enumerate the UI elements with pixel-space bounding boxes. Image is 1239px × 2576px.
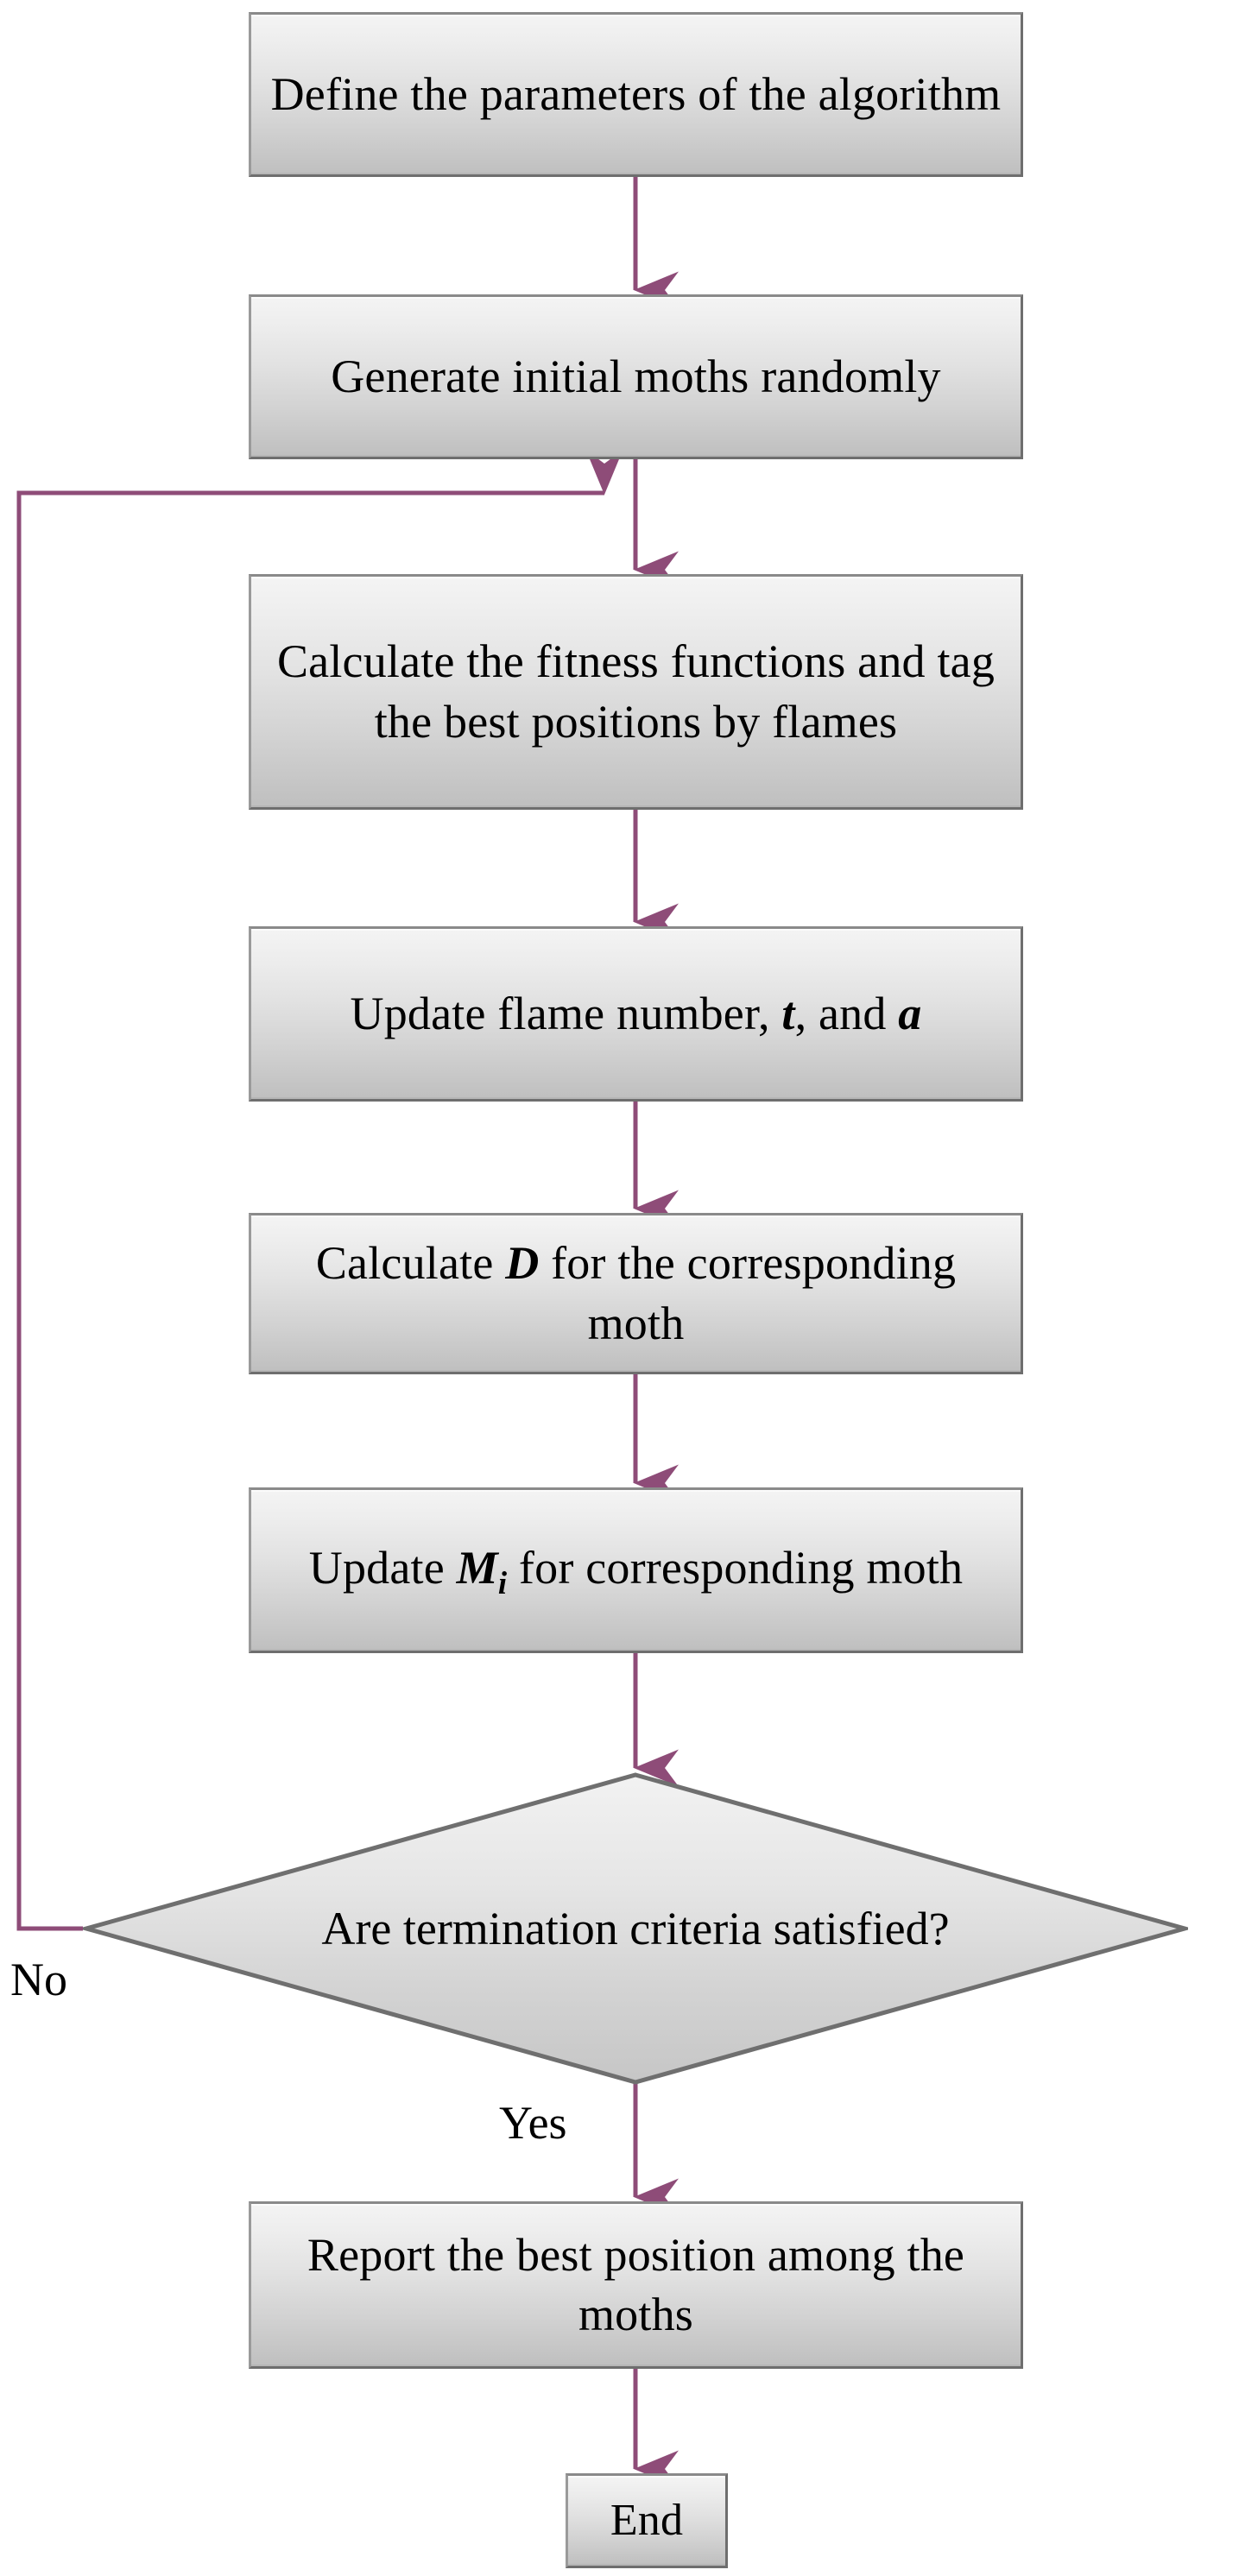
- node-update-flame-number-label: Update flame number, t, and a: [337, 984, 936, 1044]
- update-flame-text-mid: , and: [794, 987, 899, 1039]
- node-update-flame-number[interactable]: Update flame number, t, and a: [249, 926, 1023, 1102]
- node-define-parameters[interactable]: Define the parameters of the algorithm: [249, 12, 1023, 177]
- edge-label-no: No: [10, 1954, 67, 2005]
- decision-diamond-shape: [83, 1772, 1188, 2085]
- node-report-best[interactable]: Report the best position among the moths: [249, 2201, 1023, 2369]
- symbol-d: D: [505, 1237, 540, 1290]
- symbol-m: Mi: [456, 1541, 508, 1601]
- symbol-m-base: M: [456, 1541, 498, 1594]
- node-calculate-d-label: Calculate D for the corresponding moth: [251, 1234, 1021, 1353]
- symbol-m-subscript: i: [497, 1564, 508, 1601]
- node-calculate-d[interactable]: Calculate D for the corresponding moth: [249, 1213, 1023, 1374]
- node-report-best-label: Report the best position among the moths: [307, 2228, 965, 2340]
- node-decision-termination-label: Are termination criteria satisfied?: [321, 1903, 950, 1954]
- edge-label-yes: Yes: [499, 2097, 567, 2149]
- node-generate-moths[interactable]: Generate initial moths randomly: [249, 294, 1023, 459]
- update-flame-text-pre: Update flame number,: [350, 987, 782, 1039]
- node-generate-moths-label: Generate initial moths randomly: [331, 350, 941, 402]
- update-m-text-pre: Update: [308, 1541, 457, 1594]
- node-update-m-label: Update Mi for corresponding moth: [295, 1538, 977, 1603]
- symbol-a: a: [898, 987, 922, 1039]
- node-decision-termination[interactable]: Are termination criteria satisfied?: [83, 1771, 1188, 2086]
- node-end-label: End: [610, 2495, 684, 2545]
- calculate-d-text-pre: Calculate: [315, 1237, 506, 1290]
- node-calculate-fitness-label: Calculate the fitness functions and tag …: [276, 635, 996, 748]
- node-calculate-fitness[interactable]: Calculate the fitness functions and tag …: [249, 574, 1023, 810]
- node-define-parameters-label: Define the parameters of the algorithm: [270, 67, 1002, 120]
- node-end[interactable]: End: [566, 2473, 728, 2568]
- update-m-text-post: for corresponding moth: [507, 1541, 964, 1594]
- symbol-t: t: [781, 987, 795, 1039]
- calculate-d-text-post: for the corresponding moth: [539, 1237, 957, 1349]
- node-update-m[interactable]: Update Mi for corresponding moth: [249, 1487, 1023, 1653]
